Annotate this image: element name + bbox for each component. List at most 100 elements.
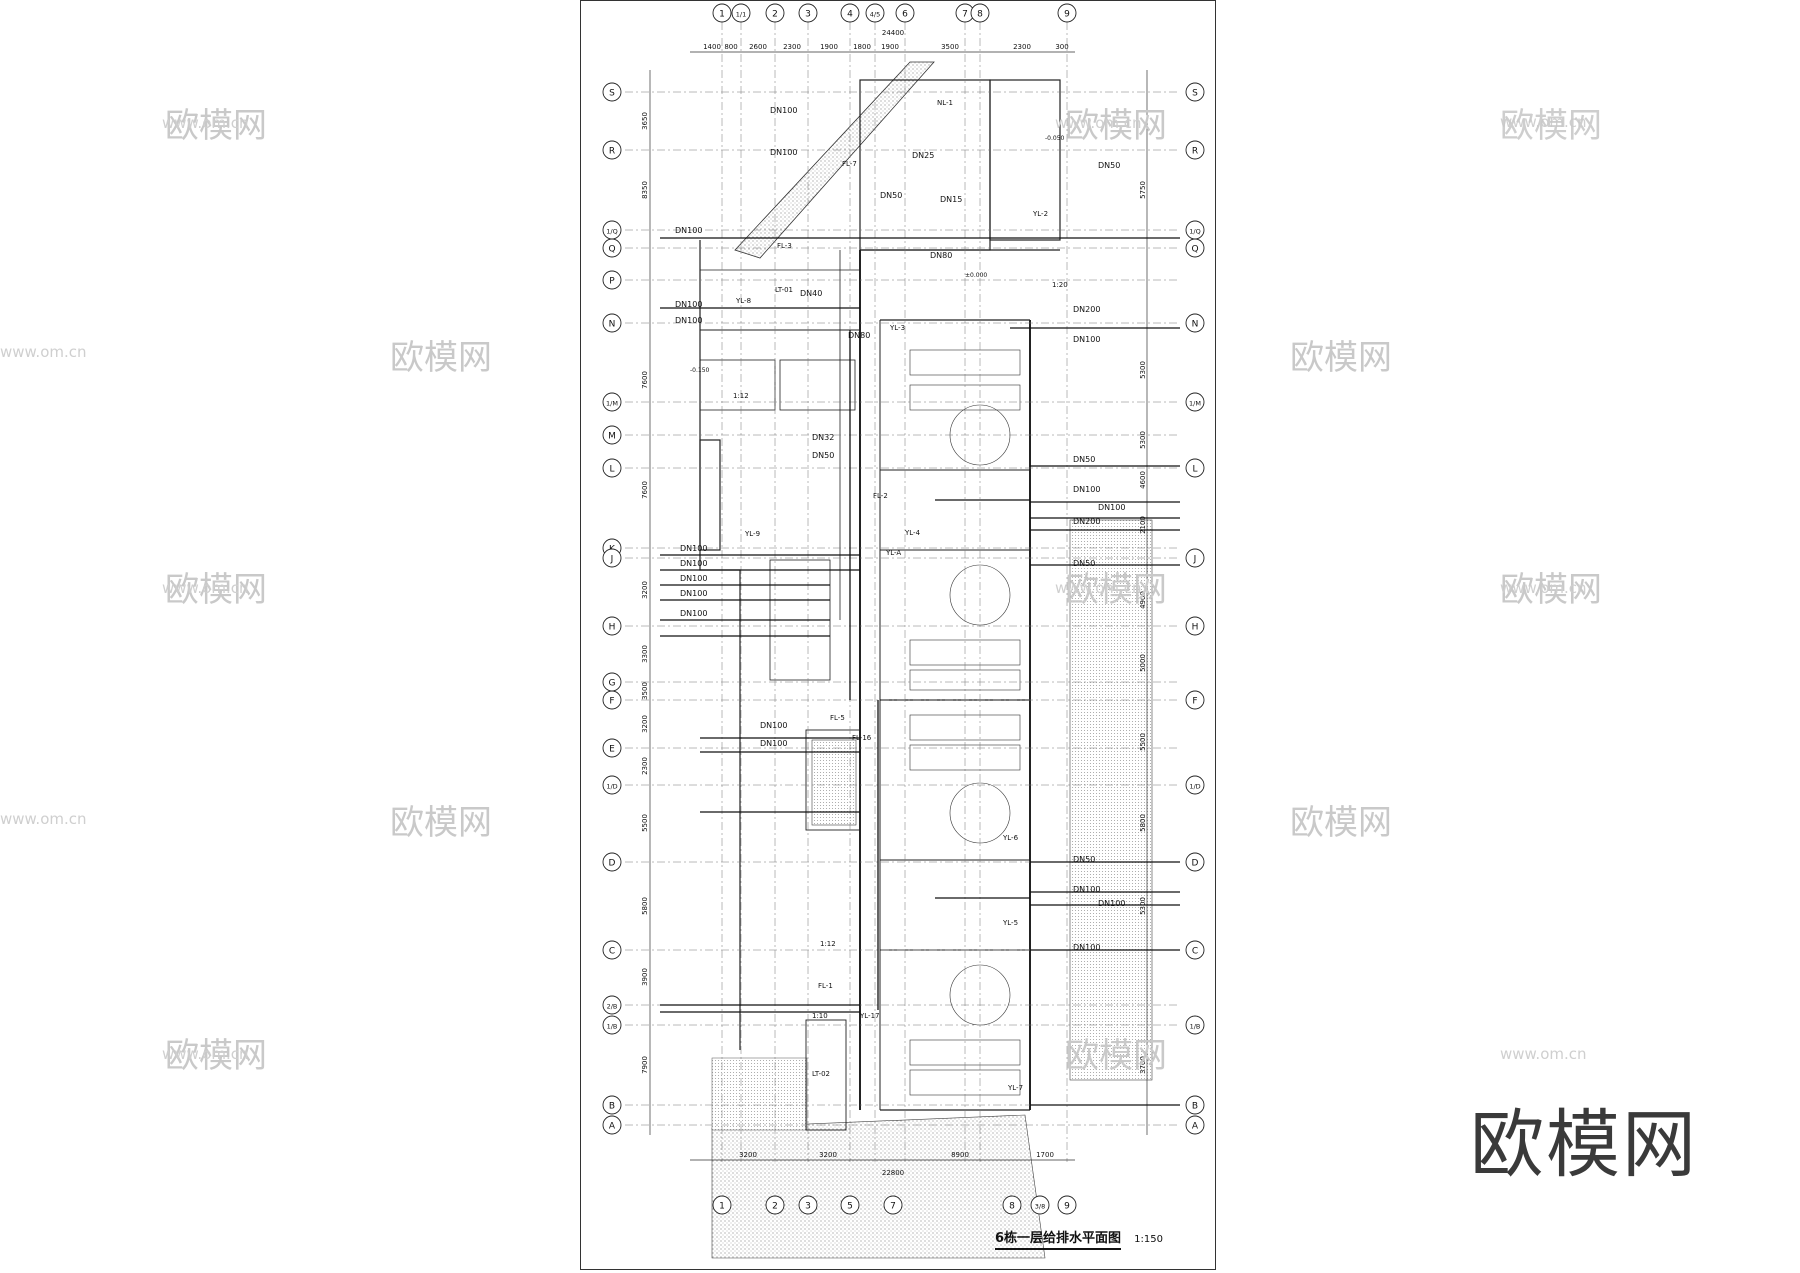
pipe-size-label: DN100 <box>680 544 707 553</box>
row-bubble-left: M <box>602 425 622 445</box>
slope-label: 1:10 <box>812 1012 828 1020</box>
row-bubble-left: 1/D <box>602 775 622 795</box>
dimension-right: 3700 <box>1139 1056 1147 1074</box>
pipe-size-label: DN100 <box>760 739 787 748</box>
riser-tag: YL-7 <box>1007 1084 1023 1092</box>
column-bubble-bottom: 1 <box>712 1195 732 1215</box>
column-bubble-bottom: 5 <box>840 1195 860 1215</box>
pipe-size-label: DN100 <box>680 589 707 598</box>
dimension-top: 1800 <box>853 43 871 51</box>
svg-text:3: 3 <box>805 10 811 20</box>
svg-text:F: F <box>609 697 614 707</box>
row-bubble-right: C <box>1185 940 1205 960</box>
column-bubble-top: 1 <box>712 3 732 23</box>
svg-text:A: A <box>1192 1122 1199 1132</box>
svg-text:2: 2 <box>772 1202 778 1212</box>
watermark-url: www.om.cn <box>162 579 249 597</box>
pipe-size-label: DN25 <box>912 151 934 160</box>
riser-tag: YL-4 <box>904 529 921 537</box>
svg-text:N: N <box>1192 320 1199 330</box>
riser-tag: YL-5 <box>1002 919 1018 927</box>
dimension-bottom: 3200 <box>739 1151 757 1159</box>
row-bubble-left: P <box>602 270 622 290</box>
row-bubble-right: 1/M <box>1185 392 1205 412</box>
pipe-size-label: DN200 <box>1073 517 1100 526</box>
pipe-size-label: DN100 <box>1073 943 1100 952</box>
dimension-top: 300 <box>1055 43 1068 51</box>
slope-label: 1:12 <box>820 940 836 948</box>
pipe-size-label: DN100 <box>1098 503 1125 512</box>
svg-text:4: 4 <box>847 10 853 20</box>
watermark-logo: 欧模网 <box>1065 1036 1167 1076</box>
dimension-left: 7600 <box>641 481 649 499</box>
svg-text:J: J <box>610 555 614 565</box>
dimension-right: 5750 <box>1139 181 1147 199</box>
dimension-top: 2300 <box>783 43 801 51</box>
column-bubble-bottom: 9 <box>1057 1195 1077 1215</box>
dimension-overall-bottom: 22800 <box>882 1169 904 1177</box>
row-bubble-left: H <box>602 616 622 636</box>
dimension-top: 1900 <box>820 43 838 51</box>
row-bubble-right: D <box>1185 852 1205 872</box>
svg-text:A: A <box>609 1122 616 1132</box>
svg-text:3/8: 3/8 <box>1035 1203 1045 1211</box>
dimension-left: 5800 <box>641 897 649 915</box>
riser-tag: FL-16 <box>852 734 872 742</box>
dimension-left: 7600 <box>641 371 649 389</box>
row-bubble-right: S <box>1185 82 1205 102</box>
watermark-url: www.om.cn <box>0 343 87 361</box>
svg-text:1/Q: 1/Q <box>1189 228 1200 236</box>
dimension-left: 3200 <box>641 581 649 599</box>
sheet-border <box>580 0 1216 1270</box>
svg-text:8: 8 <box>1009 1202 1015 1212</box>
svg-text:E: E <box>609 745 615 755</box>
column-bubble-bottom: 7 <box>883 1195 903 1215</box>
svg-text:P: P <box>609 277 615 287</box>
dimension-right: 2100 <box>1139 516 1147 534</box>
row-bubble-right: L <box>1185 458 1205 478</box>
dimension-right: 5800 <box>1139 814 1147 832</box>
column-bubble-bottom: 3/8 <box>1030 1195 1050 1215</box>
pipe-size-label: DN80 <box>848 331 870 340</box>
pipe-size-label: DN200 <box>1073 305 1100 314</box>
pipe-size-label: DN100 <box>1073 485 1100 494</box>
dimension-right: 4900 <box>1139 591 1147 609</box>
column-bubble-bottom: 2 <box>765 1195 785 1215</box>
dimension-right: 5300 <box>1139 431 1147 449</box>
row-bubble-left: R <box>602 140 622 160</box>
watermark-url: www.om.cn <box>1500 579 1587 597</box>
dimension-left: 3200 <box>641 715 649 733</box>
pipe-size-label: DN100 <box>1098 899 1125 908</box>
slope-label: 1:20 <box>1052 281 1068 289</box>
watermark-logo: 欧模网 <box>390 338 492 378</box>
svg-text:7: 7 <box>962 10 968 20</box>
dimension-overall-top: 24400 <box>882 29 904 37</box>
pipe-size-label: DN15 <box>940 195 962 204</box>
row-bubble-left: E <box>602 738 622 758</box>
pipe-size-label: DN50 <box>1098 161 1120 170</box>
riser-tag: YL-9 <box>744 530 760 538</box>
row-bubble-right: 1/B <box>1185 1015 1205 1035</box>
row-bubble-right: J <box>1185 548 1205 568</box>
row-bubble-right: A <box>1185 1115 1205 1135</box>
drawing-scale: 1:150 <box>1134 1234 1163 1245</box>
row-bubble-right: Q <box>1185 238 1205 258</box>
svg-text:H: H <box>609 623 616 633</box>
svg-text:G: G <box>609 679 616 689</box>
level-label: -0.050 <box>1045 135 1065 142</box>
drawing-title: 6栋一层给排水平面图 <box>995 1227 1122 1250</box>
riser-tag: YL-2 <box>1032 210 1048 218</box>
dimension-left: 3500 <box>641 682 649 700</box>
pipe-size-label: DN100 <box>675 300 702 309</box>
svg-text:3: 3 <box>805 1202 811 1212</box>
svg-text:1/M: 1/M <box>606 400 618 408</box>
level-label: ±0.000 <box>965 272 987 279</box>
watermark-logo: 欧模网 <box>1500 570 1602 610</box>
riser-tag: FL-1 <box>818 982 833 990</box>
pipe-size-label: DN100 <box>1073 335 1100 344</box>
svg-text:1/M: 1/M <box>1189 400 1201 408</box>
row-bubble-left: C <box>602 940 622 960</box>
pipe-size-label: DN80 <box>930 251 952 260</box>
column-bubble-bottom: 3 <box>798 1195 818 1215</box>
